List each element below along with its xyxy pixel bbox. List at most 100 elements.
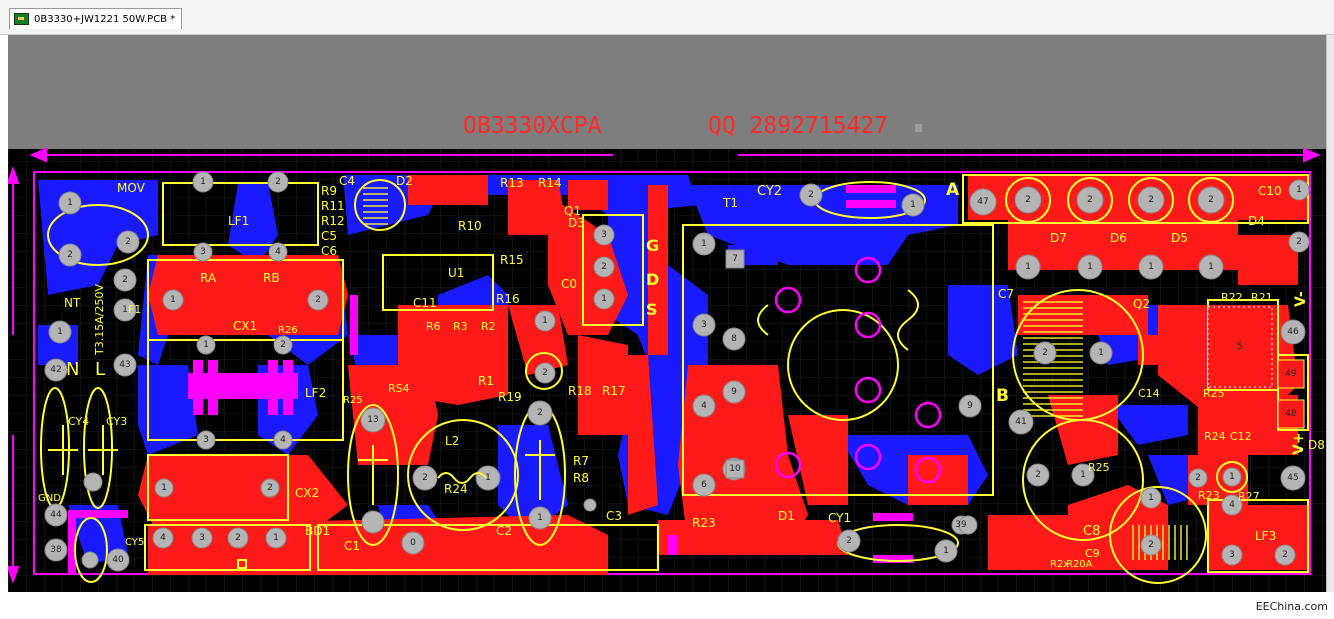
label-fuse-rating: T3.15A/250V	[93, 284, 106, 356]
label-l: L	[95, 359, 105, 380]
label-cy2: CY2	[757, 184, 782, 199]
label-r2: R2	[481, 320, 496, 333]
document-tab[interactable]: 0B3330+JW1221 50W.PCB *	[9, 8, 183, 29]
label-r10: R10	[458, 219, 482, 233]
svg-text:2: 2	[542, 368, 548, 378]
label-d6: D6	[1110, 231, 1127, 245]
label-d3: D3	[568, 216, 585, 230]
label-c5: C5	[321, 229, 337, 243]
svg-text:1: 1	[601, 294, 607, 304]
label-lf1: LF1	[228, 214, 249, 228]
svg-text:3: 3	[203, 435, 209, 445]
label-c0: C0	[561, 277, 577, 291]
svg-text:2: 2	[1195, 473, 1201, 483]
svg-text:1: 1	[273, 533, 279, 543]
label-r6: R6	[426, 320, 441, 333]
magenta-features	[68, 185, 913, 575]
vertical-scrollbar[interactable]	[1326, 35, 1334, 592]
svg-text:2: 2	[1035, 470, 1041, 480]
svg-text:1: 1	[537, 513, 543, 523]
svg-text:1: 1	[542, 316, 548, 326]
label-c4: C4	[339, 174, 355, 188]
label-c9: C9	[1085, 547, 1100, 560]
svg-text:2: 2	[67, 250, 73, 260]
svg-text:49: 49	[1285, 369, 1297, 379]
label-r26: R26	[278, 325, 298, 336]
svg-text:38: 38	[50, 545, 62, 555]
svg-text:2: 2	[280, 340, 286, 350]
svg-text:1: 1	[122, 305, 128, 315]
svg-text:2: 2	[1042, 348, 1048, 358]
label-c10: C10	[1258, 184, 1282, 198]
watermark: EEChina.com	[1255, 600, 1328, 613]
svg-text:1: 1	[943, 546, 949, 556]
status-area: EEChina.com	[0, 592, 1334, 619]
document-tab-bar: 0B3330+JW1221 50W.PCB *	[0, 0, 1334, 35]
transformer-windings	[774, 256, 942, 484]
svg-text:2: 2	[1148, 195, 1154, 205]
label-f1: F1	[128, 303, 141, 316]
label-t1: T1	[722, 196, 738, 210]
svg-text:2: 2	[1208, 195, 1214, 205]
label-mov: MOV	[117, 181, 146, 195]
label-lf2: LF2	[305, 386, 326, 400]
svg-text:4: 4	[1229, 500, 1235, 510]
label-lf3: LF3	[1255, 529, 1276, 543]
label-d1: D1	[778, 509, 795, 523]
label-q2: Q2	[1133, 297, 1150, 311]
label-r25c: R25	[1088, 461, 1110, 474]
label-d5: D5	[1171, 231, 1188, 245]
svg-text:1: 1	[1208, 262, 1214, 272]
svg-text:1: 1	[1148, 262, 1154, 272]
label-r24b: R24	[1204, 430, 1226, 443]
label-c8: C8	[1083, 524, 1100, 539]
svg-text:0: 0	[410, 538, 416, 548]
label-r23: R23	[692, 516, 716, 530]
pcb-canvas[interactable]: OB3330XCPA QQ 2892715427	[8, 35, 1326, 592]
label-ra: RA	[200, 271, 217, 285]
svg-text:43: 43	[119, 360, 130, 370]
label-r7: R7	[573, 454, 589, 468]
svg-text:1: 1	[67, 198, 73, 208]
svg-text:2: 2	[1025, 195, 1031, 205]
svg-text:2: 2	[315, 295, 321, 305]
svg-text:13: 13	[367, 415, 378, 425]
board-header-right: QQ 2892715427	[708, 113, 888, 139]
pcb-layout[interactable]: OB3330XCPA QQ 2892715427	[8, 35, 1326, 592]
label-r17: R17	[602, 384, 626, 398]
label-r25: R25	[343, 395, 363, 406]
label-r20a: R20A	[1066, 559, 1093, 570]
board-header-left: OB3330XCPA	[463, 113, 602, 139]
label-gnd: GND	[38, 493, 61, 504]
label-v-plus: V+	[1291, 432, 1307, 455]
label-c3: C3	[606, 509, 622, 523]
label-s: S	[646, 300, 658, 319]
svg-text:45: 45	[1287, 473, 1298, 483]
svg-text:9: 9	[731, 387, 737, 397]
label-r23b: R23	[1198, 489, 1220, 502]
svg-text:1: 1	[701, 239, 707, 249]
label-c11: C11	[413, 296, 437, 310]
svg-text:1: 1	[170, 295, 176, 305]
svg-text:48: 48	[1285, 409, 1297, 419]
label-c1: C1	[344, 539, 360, 553]
svg-text:2: 2	[1282, 550, 1288, 560]
top-copper-layer	[138, 175, 1308, 575]
svg-text:4: 4	[701, 401, 707, 411]
label-c14: C14	[1138, 387, 1160, 400]
svg-text:1: 1	[1087, 262, 1093, 272]
label-d8: D8	[1308, 438, 1325, 452]
svg-text:8: 8	[731, 334, 737, 344]
label-cx1: CX1	[233, 319, 257, 333]
label-c7: C7	[998, 287, 1014, 301]
label-r3: R3	[453, 320, 468, 333]
svg-text:4: 4	[280, 435, 286, 445]
label-q1: Q1	[564, 204, 581, 218]
svg-text:40: 40	[112, 555, 124, 565]
svg-text:41: 41	[1015, 417, 1026, 427]
label-r1: R1	[478, 374, 494, 388]
svg-text:1: 1	[1025, 262, 1031, 272]
label-r16: R16	[496, 292, 520, 306]
svg-text:46: 46	[1287, 327, 1299, 337]
